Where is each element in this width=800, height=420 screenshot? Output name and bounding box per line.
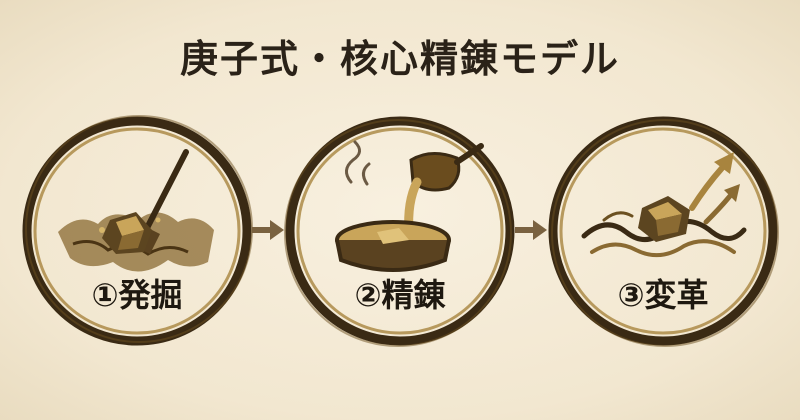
pouring-crucible-icon: [335, 140, 484, 272]
step-transformation: ③変革: [544, 112, 782, 350]
rising-ore-arrows-icon: [581, 152, 747, 258]
digging-shovel-ore-icon: [58, 149, 214, 272]
step-refining: ②精錬: [281, 112, 519, 350]
arrow-right-icon: [515, 220, 547, 240]
step-label: ③変革: [617, 276, 709, 314]
arrow-right-icon: [252, 220, 284, 240]
step-ring: [284, 116, 515, 347]
step-ring: [548, 116, 779, 347]
step-excavation: ①発掘: [18, 112, 256, 350]
page-title: 庚子式・核心精錬モデル: [179, 37, 620, 81]
step-label: ②精錬: [354, 276, 446, 314]
step-label: ①発掘: [91, 276, 183, 314]
